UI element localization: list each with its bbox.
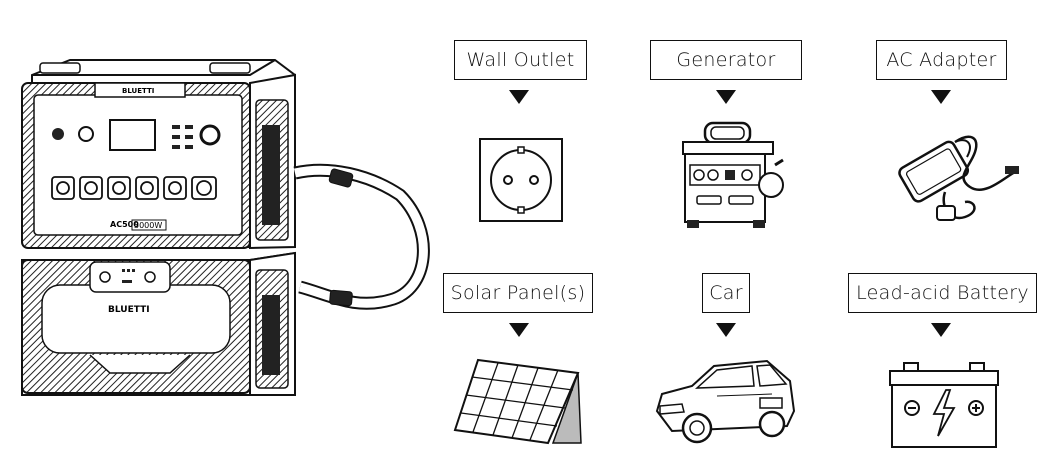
device-model-label: AC500 <box>110 220 139 229</box>
car-label: Car <box>702 273 750 313</box>
solar-panels-label: Solar Panel(s) <box>443 273 593 313</box>
lead-acid-battery-label: Lead-acid Battery <box>848 273 1037 313</box>
lead-acid-battery-icon <box>889 362 999 448</box>
ac-adapter-label: AC Adapter <box>876 40 1007 80</box>
device-brand-label: BLUETTI <box>122 87 154 95</box>
power-station-illustration: BLUETTI AC500 5000W BLUETTI <box>21 59 430 396</box>
solar-panel-icon <box>453 358 582 445</box>
connection-cable <box>293 163 430 310</box>
arrow-down-icon <box>716 90 736 104</box>
arrow-down-icon <box>509 90 529 104</box>
wall-outlet-icon <box>479 138 563 222</box>
arrow-down-icon <box>716 323 736 337</box>
battery-brand-label: BLUETTI <box>108 305 150 315</box>
battery-expansion-unit: BLUETTI <box>21 251 296 396</box>
ac-adapter-icon <box>898 135 1019 221</box>
car-icon <box>655 359 796 444</box>
arrow-down-icon <box>509 323 529 337</box>
arrow-down-icon <box>931 323 951 337</box>
arrow-down-icon <box>931 90 951 104</box>
generator-label: Generator <box>650 40 802 80</box>
device-power-label: 5000W <box>134 221 162 230</box>
wall-outlet-label: Wall Outlet <box>454 40 587 80</box>
ac500-main-unit: BLUETTI AC500 5000W <box>21 59 296 250</box>
generator-icon <box>682 121 784 228</box>
